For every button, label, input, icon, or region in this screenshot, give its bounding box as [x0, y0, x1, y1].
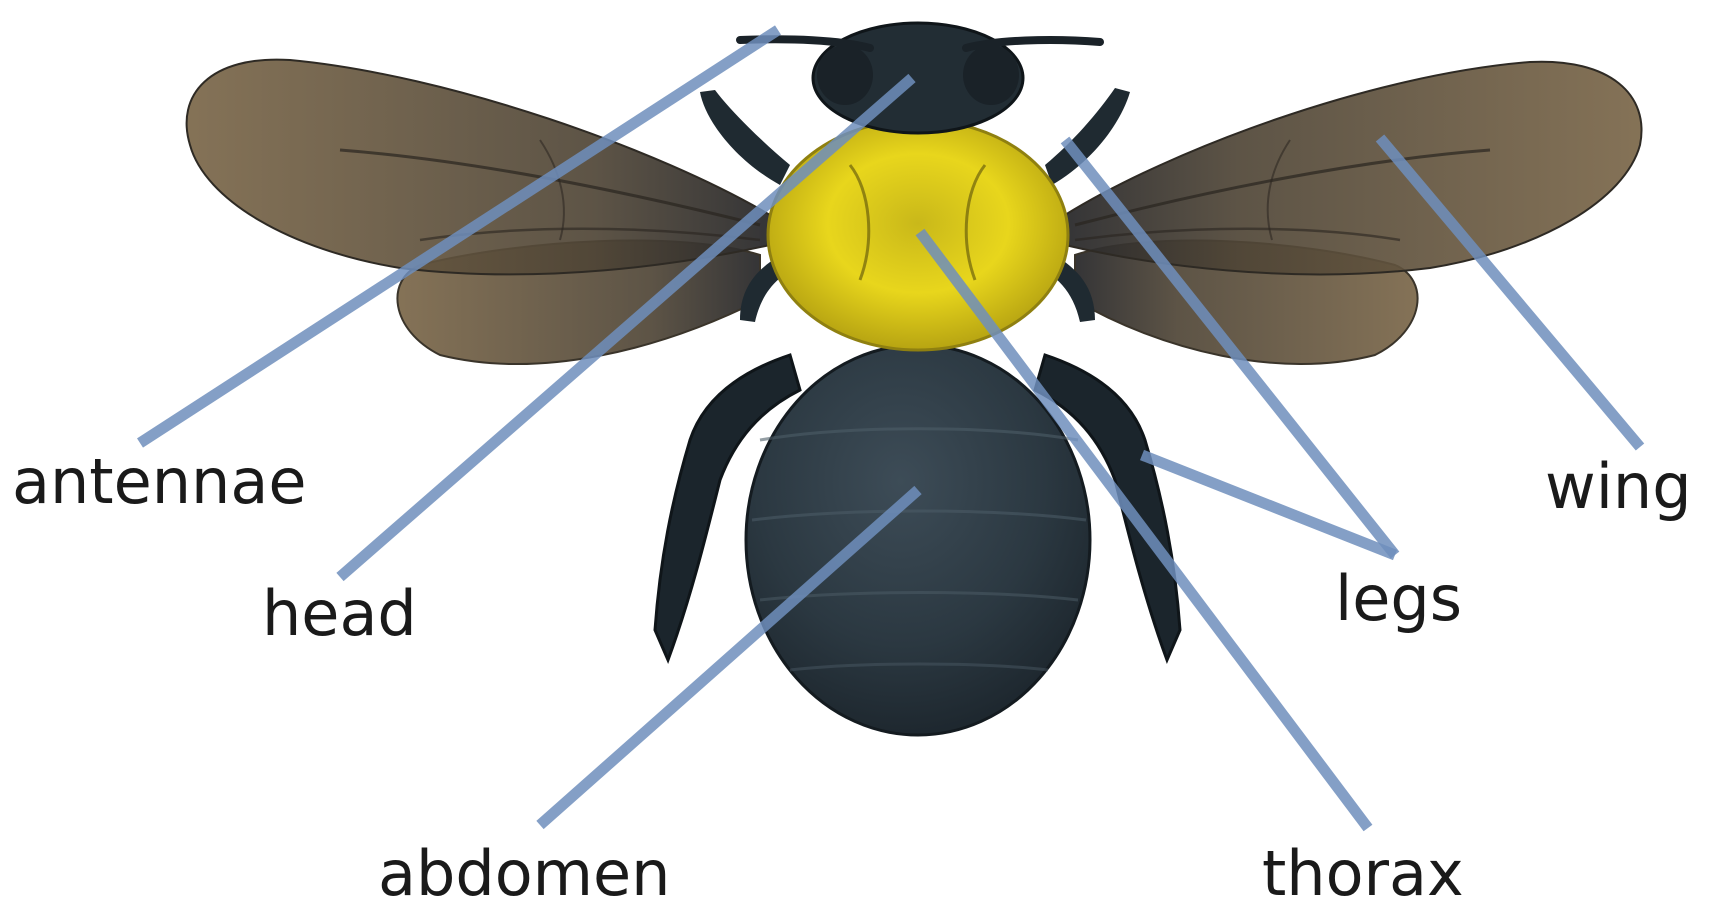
label-antennae: antennae: [12, 445, 306, 518]
label-abdomen: abdomen: [378, 837, 670, 907]
label-wing: wing: [1545, 450, 1692, 523]
label-thorax: thorax: [1262, 837, 1464, 907]
label-legs: legs: [1335, 562, 1462, 635]
abdomen-body: [746, 345, 1090, 735]
label-head: head: [262, 577, 417, 650]
left-front-leg: [700, 90, 790, 185]
right-antenna: [966, 40, 1100, 48]
